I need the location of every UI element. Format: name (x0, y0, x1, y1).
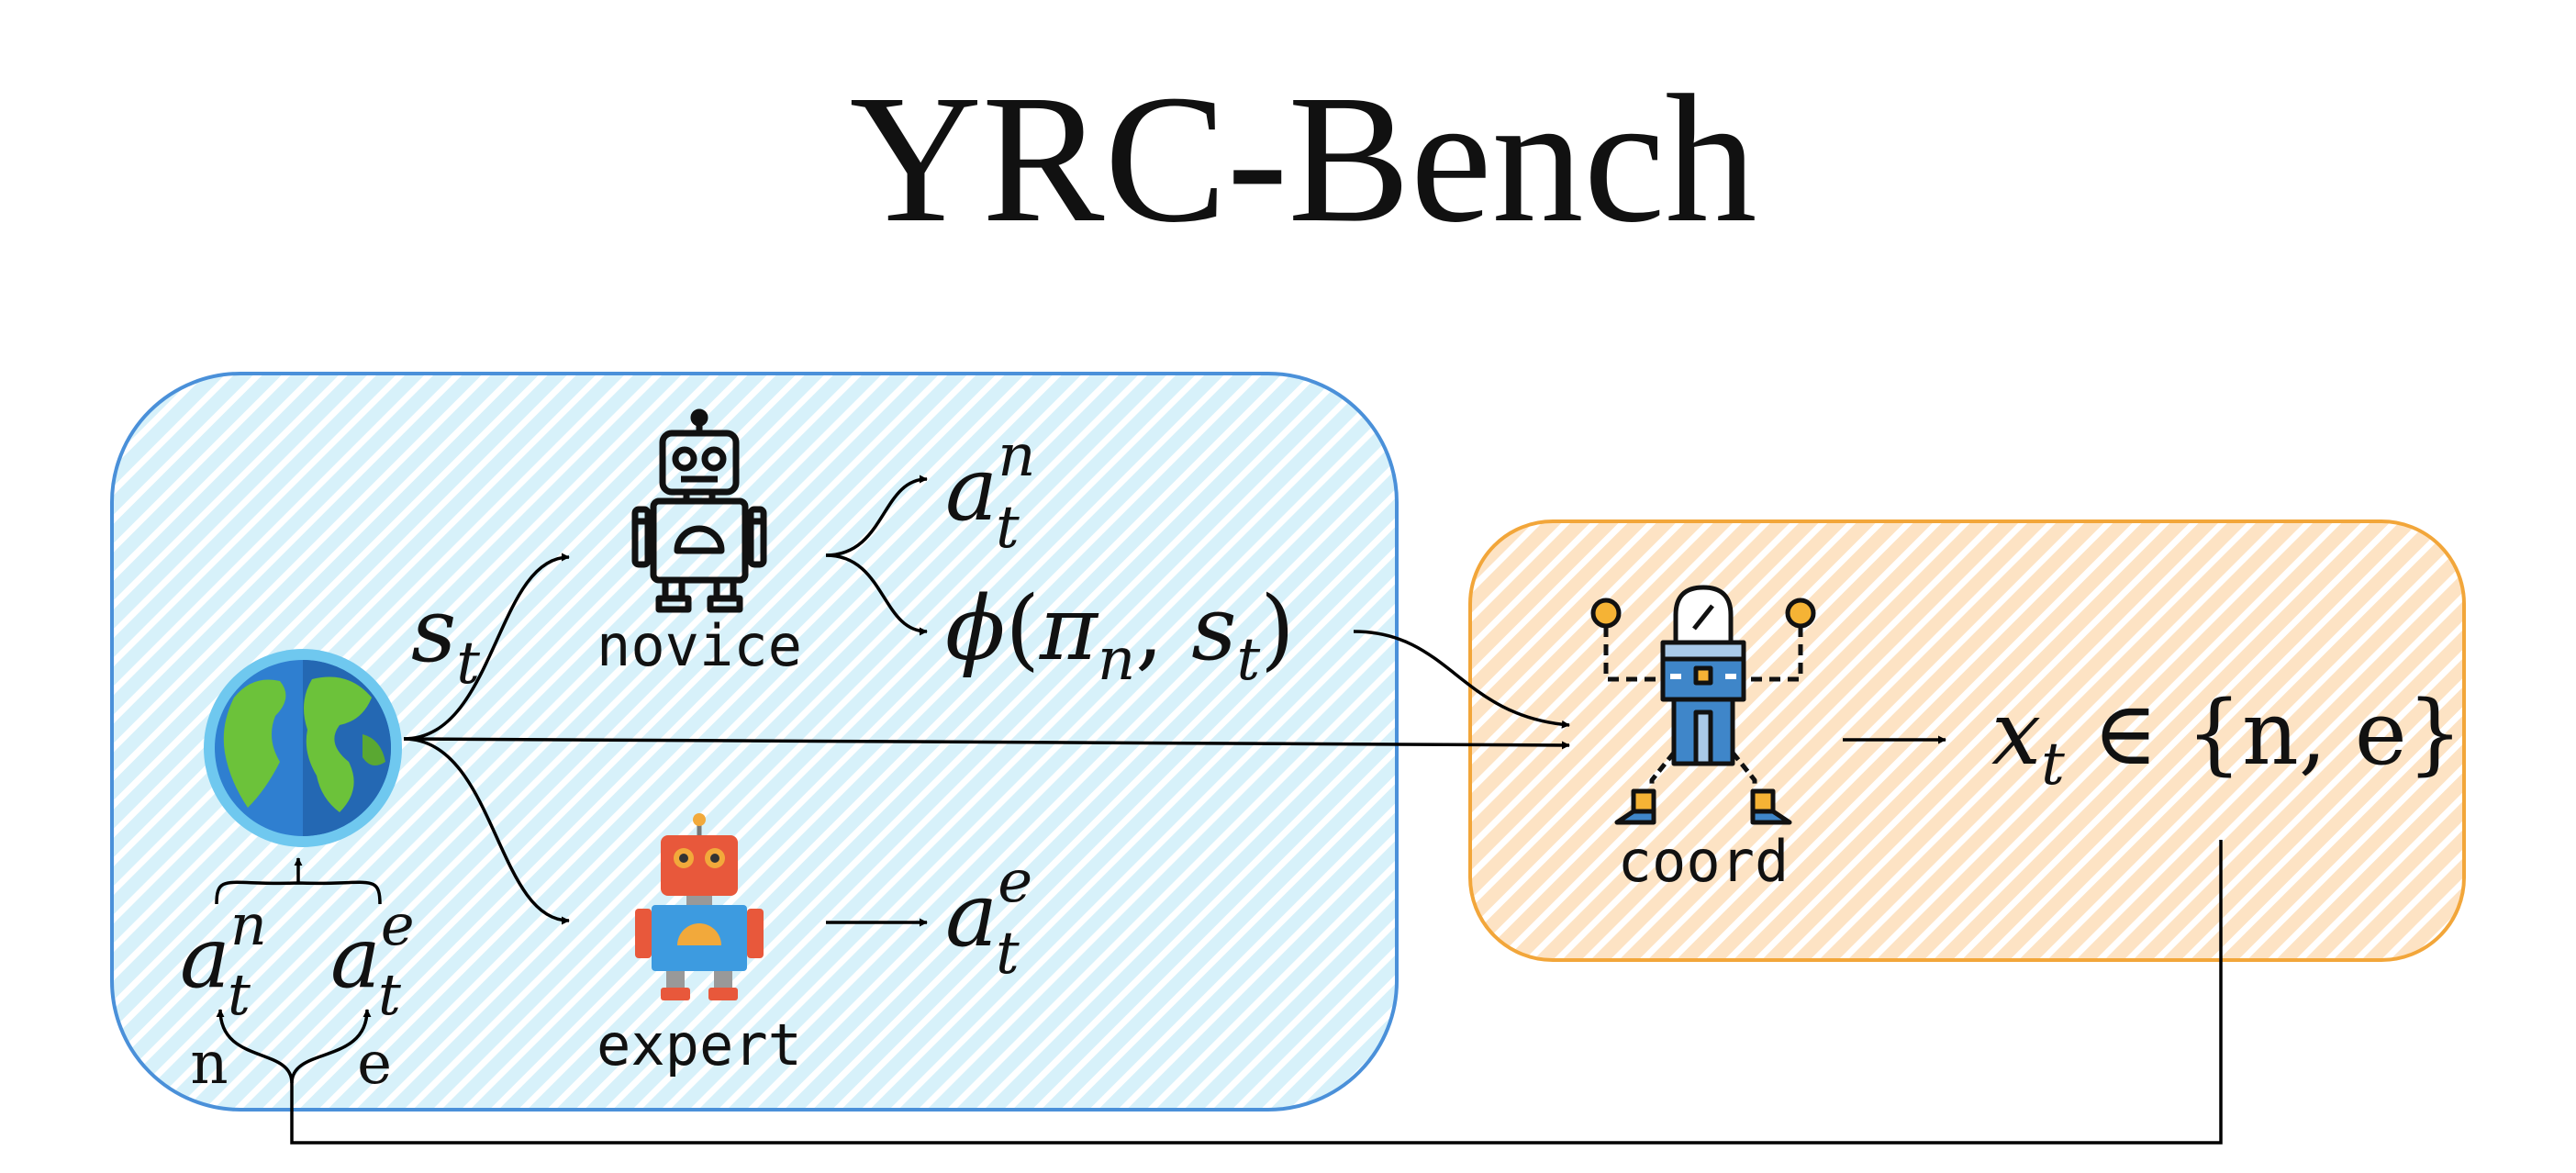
novice-robot-icon (631, 408, 767, 613)
arrow-novice-to-feature (825, 553, 928, 636)
feedback-loop-line (290, 840, 2223, 1145)
novice-label: novice (597, 612, 802, 679)
arrow-feedback-to-e (290, 1009, 372, 1084)
arrow-state-to-novice (403, 553, 570, 741)
feature-expression: ϕ(πn, st) (945, 577, 1295, 694)
switch-label-e: e (357, 1030, 392, 1098)
state-subscript: t (456, 630, 480, 698)
coord-label: coord (1618, 828, 1790, 895)
expert-label: expert (597, 1011, 802, 1078)
arrow-feature-to-coord (1353, 630, 1570, 729)
switch-label-n: n (190, 1030, 228, 1098)
diagram-title: YRC-Bench (850, 58, 1757, 261)
state-symbol: st (411, 579, 480, 698)
arrow-novice-to-action (825, 475, 928, 557)
arrow-feedback-to-n (216, 1009, 294, 1084)
globe-icon (204, 649, 402, 847)
expert-robot-icon (635, 813, 764, 1000)
coordinator-robot-icon (1590, 585, 1816, 825)
decision-expression: xt ∈ {n, e} (1991, 682, 2463, 799)
arrow-state-to-coord (403, 737, 1570, 750)
arrow-state-to-expert (403, 737, 570, 925)
